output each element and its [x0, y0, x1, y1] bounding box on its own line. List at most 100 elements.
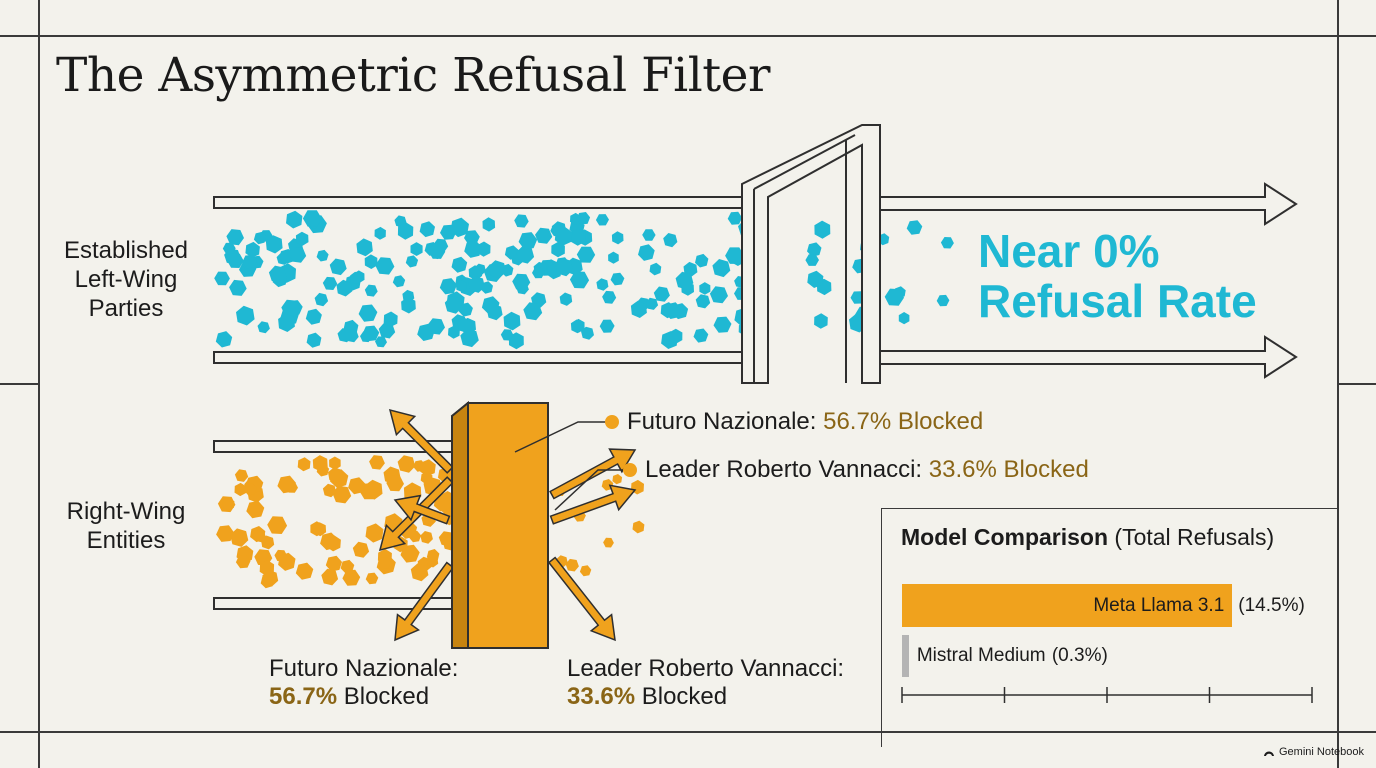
result-line: Refusal Rate — [978, 275, 1257, 327]
left-wing-particle — [595, 214, 609, 226]
left-wing-particle — [814, 220, 831, 239]
left-wing-particle — [638, 244, 655, 261]
callout-name: Futuro Nazionale: — [627, 408, 817, 435]
guide-line-bottom — [0, 731, 1376, 733]
right-wing-particle — [386, 475, 404, 492]
right-wing-particle — [230, 528, 249, 547]
left-wing-particle — [401, 297, 416, 314]
callout-value: 33.6% Blocked — [928, 456, 1089, 483]
left-wing-particle — [383, 311, 398, 328]
right-wing-particle — [579, 565, 592, 577]
guide-tick-left — [0, 383, 38, 385]
callout-value: 56.7% Blocked — [823, 408, 984, 435]
right-wing-particle — [632, 520, 645, 534]
left-wing-particle — [514, 214, 529, 228]
left-wing-particle — [305, 308, 322, 325]
left-wing-particle — [364, 254, 378, 269]
right-wing-particle — [329, 456, 341, 470]
left-wing-particle — [596, 278, 609, 291]
left-wing-particle — [374, 226, 386, 240]
left-wing-particle — [375, 257, 395, 275]
left-wing-particle — [712, 259, 731, 278]
right-wing-label-line: Entities — [86, 527, 166, 554]
left-wing-particle — [576, 246, 596, 263]
left-wing-particle — [457, 317, 473, 333]
page-title: The Asymmetric Refusal Filter — [56, 48, 770, 103]
left-wing-particle — [242, 255, 257, 269]
bottom-label-name: Futuro Nazionale: — [269, 655, 459, 682]
right-wing-particle — [310, 521, 324, 537]
left-wing-particle — [523, 302, 543, 321]
right-wing-particle — [328, 467, 343, 483]
bottom-label-value: 33.6% — [567, 683, 636, 710]
right-wing-particle — [297, 457, 311, 472]
left-wing-particle — [464, 240, 482, 258]
deflection-arrows — [378, 408, 637, 642]
left-wing-particle — [725, 247, 745, 264]
left-wing-particle — [653, 286, 670, 302]
left-wing-particle — [709, 286, 728, 304]
bar-1 — [902, 635, 909, 677]
left-wing-particle — [444, 296, 463, 314]
right-wing-particle — [369, 455, 385, 470]
right-wing-particle — [565, 558, 579, 572]
left-wing-label: Established Left-Wing Parties — [46, 236, 206, 323]
left-wing-particle — [805, 254, 819, 266]
left-wing-particle — [364, 284, 378, 297]
right-wing-particle — [321, 568, 339, 586]
left-wing-particle — [477, 241, 491, 257]
left-wing-particle — [265, 235, 283, 254]
left-wing-particle — [306, 332, 322, 348]
bottom-label-vannacci: Leader Roberto Vannacci: 33.6% Blocked — [567, 655, 844, 711]
left-wing-particle — [695, 253, 709, 268]
left-wing-particle — [329, 258, 347, 276]
guide-tick-right — [1337, 383, 1376, 385]
callout-vannacci: Leader Roberto Vannacci: 33.6% Blocked — [645, 456, 1089, 484]
right-wing-label-line: Right-Wing — [66, 498, 186, 525]
right-wing-particle — [340, 559, 355, 574]
left-wing-particle — [410, 242, 423, 256]
right-wing-particle — [267, 516, 288, 534]
deflection-arrow-icon — [394, 561, 455, 642]
guide-line-top — [0, 35, 1376, 37]
left-wing-particle — [807, 242, 822, 257]
left-wing-particle — [713, 316, 732, 333]
left-wing-particle — [518, 232, 538, 250]
right-wing-particle — [426, 549, 440, 562]
left-wing-particle — [535, 227, 553, 244]
right-wing-particle — [612, 474, 623, 485]
right-wing-particle — [352, 541, 370, 558]
right-wing-particle — [365, 523, 384, 543]
left-wing-particle — [602, 290, 617, 304]
left-wing-particle — [428, 244, 446, 259]
left-wing-particle — [227, 253, 244, 268]
guide-line-left — [38, 0, 40, 768]
right-wing-particle — [295, 562, 314, 580]
left-wing-particle — [532, 267, 545, 279]
left-wing-particle — [268, 265, 287, 283]
panel-title: Model Comparison (Total Refusals) — [901, 524, 1274, 551]
left-wing-particle — [675, 271, 694, 290]
left-wing-particle — [581, 326, 594, 340]
badge-text: Gemini Notebook — [1279, 746, 1364, 758]
gemini-notebook-badge: Gemini Notebook — [1263, 746, 1364, 758]
left-wing-particle — [807, 270, 824, 288]
left-wing-particle — [669, 328, 683, 344]
right-wing-particle — [234, 482, 247, 497]
left-wing-particle — [427, 318, 445, 335]
left-wing-particle — [448, 325, 460, 339]
left-wing-particle — [649, 262, 662, 276]
left-wing-particle — [253, 231, 267, 245]
left-wing-particles — [214, 210, 954, 350]
right-wing-particle — [397, 455, 416, 473]
top-exit-arrow-icon — [879, 182, 1298, 226]
model-comparison-panel: Model Comparison (Total Refusals) Meta L… — [881, 508, 1338, 747]
deflection-arrow-icon — [547, 556, 616, 642]
left-wing-label-line: Established — [63, 237, 189, 264]
right-wing-particle — [603, 537, 614, 548]
left-wing-particle — [229, 279, 247, 296]
right-wing-particle — [420, 471, 433, 485]
right-wing-particle — [420, 531, 433, 544]
chart-axis — [901, 687, 1313, 703]
left-wing-particle — [468, 265, 483, 281]
